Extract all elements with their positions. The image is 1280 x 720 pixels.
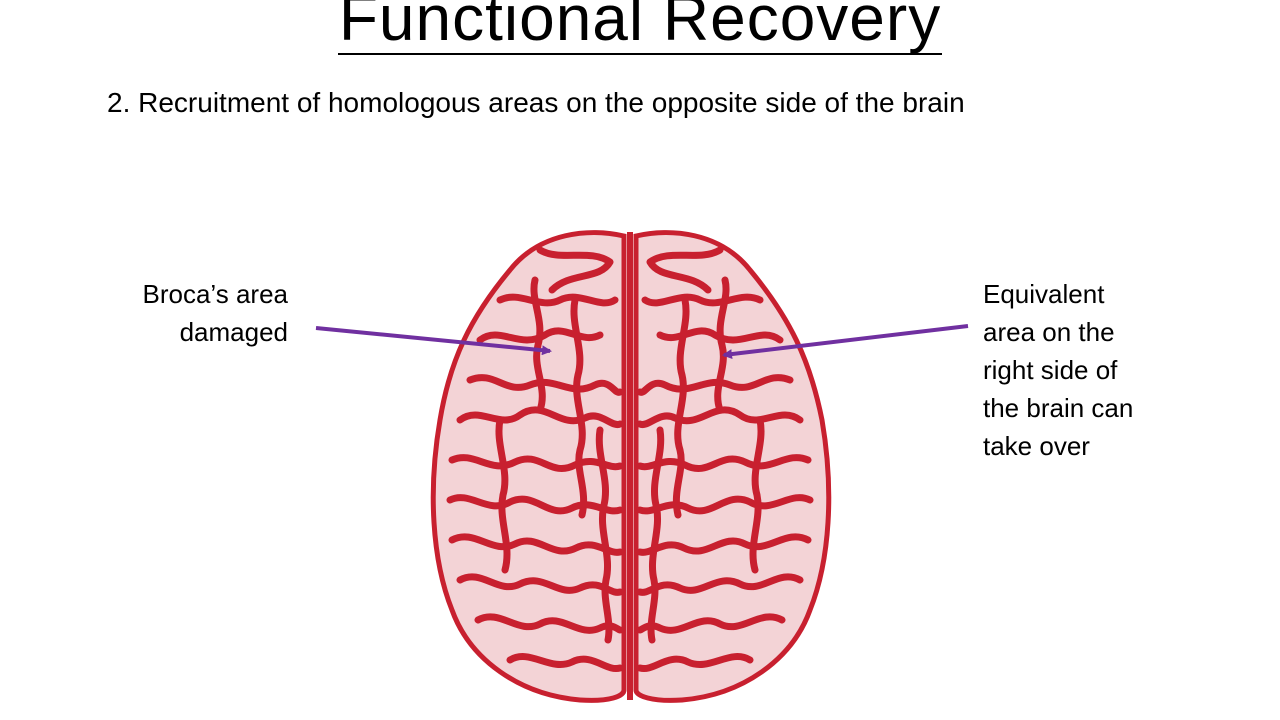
equivalent-area-label-line-4: the brain can bbox=[983, 389, 1243, 427]
equivalent-area-label-line-5: take over bbox=[983, 427, 1243, 465]
broca-area-label-line-1: Broca’s area bbox=[100, 275, 288, 313]
broca-area-label-line-2: damaged bbox=[100, 313, 288, 351]
broca-area-label: Broca’s area damaged bbox=[100, 275, 288, 351]
equivalent-area-label-line-2: area on the bbox=[983, 313, 1243, 351]
brain-top-view-icon bbox=[433, 232, 829, 700]
equivalent-area-label-line-1: Equivalent bbox=[983, 275, 1243, 313]
equivalent-area-label: Equivalent area on the right side of the… bbox=[983, 275, 1243, 465]
equivalent-area-label-line-3: right side of bbox=[983, 351, 1243, 389]
